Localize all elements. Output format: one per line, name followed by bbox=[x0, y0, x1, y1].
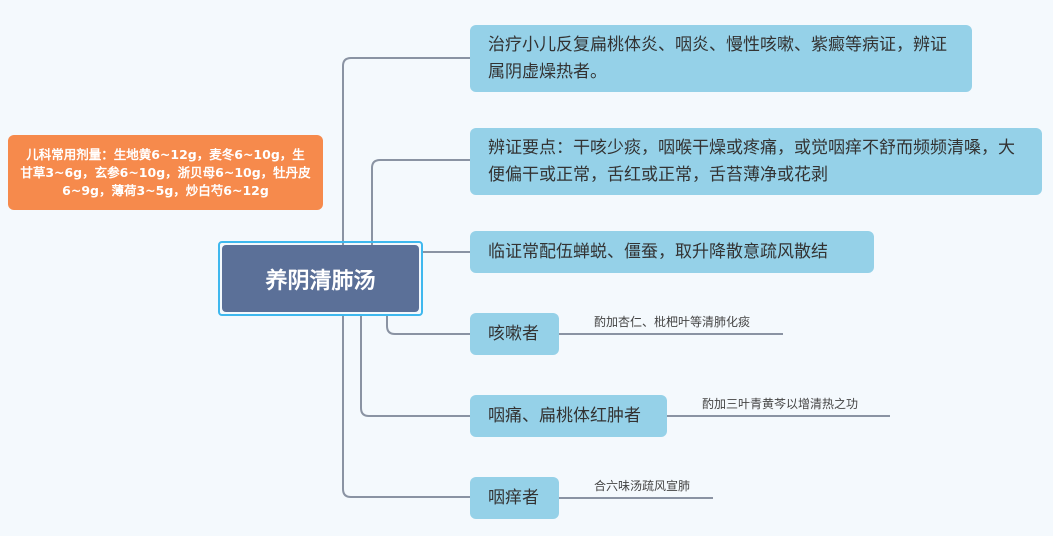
branch-cough[interactable]: 咳嗽者 bbox=[470, 313, 559, 355]
branch-combination[interactable]: 临证常配伍蝉蜕、僵蚕，取升降散意疏风散结 bbox=[470, 231, 874, 273]
connector-5 bbox=[360, 316, 470, 417]
branch-label: 咽痛、扁桃体红肿者 bbox=[488, 405, 641, 426]
central-topic[interactable]: 养阴清肺汤 bbox=[218, 241, 423, 316]
connector-4 bbox=[386, 316, 470, 335]
connector-1 bbox=[342, 57, 470, 245]
branch-indication[interactable]: 治疗小儿反复扁桃体炎、咽炎、慢性咳嗽、紫癜等病证，辨证属阴虚燥热者。 bbox=[470, 25, 972, 92]
central-topic-label: 养阴清肺汤 bbox=[222, 245, 419, 312]
branch-key-points[interactable]: 辨证要点：干咳少痰，咽喉干燥或疼痛，或觉咽痒不舒而频频清嗓，大便偏干或正常，舌红… bbox=[470, 128, 1042, 195]
branch-sore-throat[interactable]: 咽痛、扁桃体红肿者 bbox=[470, 395, 667, 437]
note-cough[interactable]: 酌加杏仁、枇杷叶等清肺化痰 bbox=[594, 315, 751, 329]
dosage-note[interactable]: 儿科常用剂量：生地黄6~12g，麦冬6~10g，生甘草3~6g，玄参6~10g，… bbox=[8, 135, 323, 210]
branch-label: 辨证要点：干咳少痰，咽喉干燥或疼痛，或觉咽痒不舒而频频清嗓，大便偏干或正常，舌红… bbox=[488, 137, 1015, 185]
branch-label: 治疗小儿反复扁桃体炎、咽炎、慢性咳嗽、紫癜等病证，辨证属阴虚燥热者。 bbox=[488, 34, 947, 82]
dosage-text: 儿科常用剂量：生地黄6~12g，麦冬6~10g，生甘草3~6g，玄参6~10g，… bbox=[20, 146, 311, 198]
connector-2 bbox=[371, 159, 470, 245]
branch-itchy-throat[interactable]: 咽痒者 bbox=[470, 477, 559, 519]
connector-6 bbox=[342, 316, 470, 498]
branch-label: 咽痒者 bbox=[488, 487, 539, 508]
branch-label: 咳嗽者 bbox=[488, 323, 539, 344]
note-sore-throat[interactable]: 酌加三叶青黄芩以增清热之功 bbox=[702, 397, 859, 411]
note-itchy-throat[interactable]: 合六味汤疏风宣肺 bbox=[594, 479, 691, 493]
branch-label: 临证常配伍蝉蜕、僵蚕，取升降散意疏风散结 bbox=[488, 241, 828, 262]
